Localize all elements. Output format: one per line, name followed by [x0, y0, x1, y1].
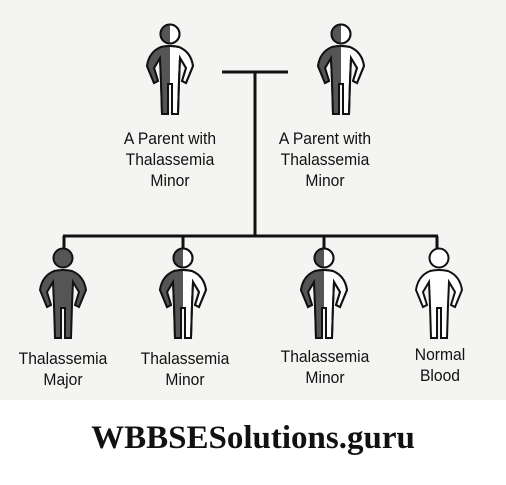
parent-1-label-line2: Thalassemia [125, 150, 215, 169]
parent-2-label-line1: A Parent with [278, 129, 372, 148]
parent-2-label-line2: Thalassemia [280, 150, 370, 169]
diagram-background [0, 0, 506, 400]
child-4-label: Normal Blood [399, 344, 482, 386]
child-3-label-line2: Minor [305, 368, 345, 387]
child-3-label-line1: Thalassemia [280, 347, 370, 366]
child-1-label-line2: Major [43, 370, 83, 389]
parent-1-label-line1: A Parent with [123, 129, 217, 148]
child-1-label-line1: Thalassemia [18, 349, 108, 368]
parent-2-label: A Parent with Thalassemia Minor [256, 128, 394, 191]
site-watermark: WBBSESolutions.guru [91, 420, 415, 456]
child-4-figure-icon [415, 247, 463, 339]
parent-1-label-line3: Minor [150, 171, 190, 190]
child-2-label: Thalassemia Minor [130, 348, 240, 390]
parent-1-label: A Parent with Thalassemia Minor [101, 128, 239, 191]
child-4-label-line1: Normal [414, 345, 466, 364]
child-4-label-line2: Blood [419, 366, 460, 385]
pedigree-diagram [39, 23, 463, 339]
parent-2-figure-icon [317, 23, 365, 115]
child-1-label: Thalassemia Major [8, 348, 118, 390]
child-2-label-line2: Minor [165, 370, 205, 389]
child-2-figure-icon [159, 247, 207, 339]
child-2-label-line1: Thalassemia [140, 349, 230, 368]
child-3-label: Thalassemia Minor [270, 346, 380, 388]
child-3-figure-icon [300, 247, 348, 339]
parent-1-figure-icon [146, 23, 194, 115]
child-1-figure-icon [39, 247, 87, 339]
parent-2-label-line3: Minor [305, 171, 345, 190]
